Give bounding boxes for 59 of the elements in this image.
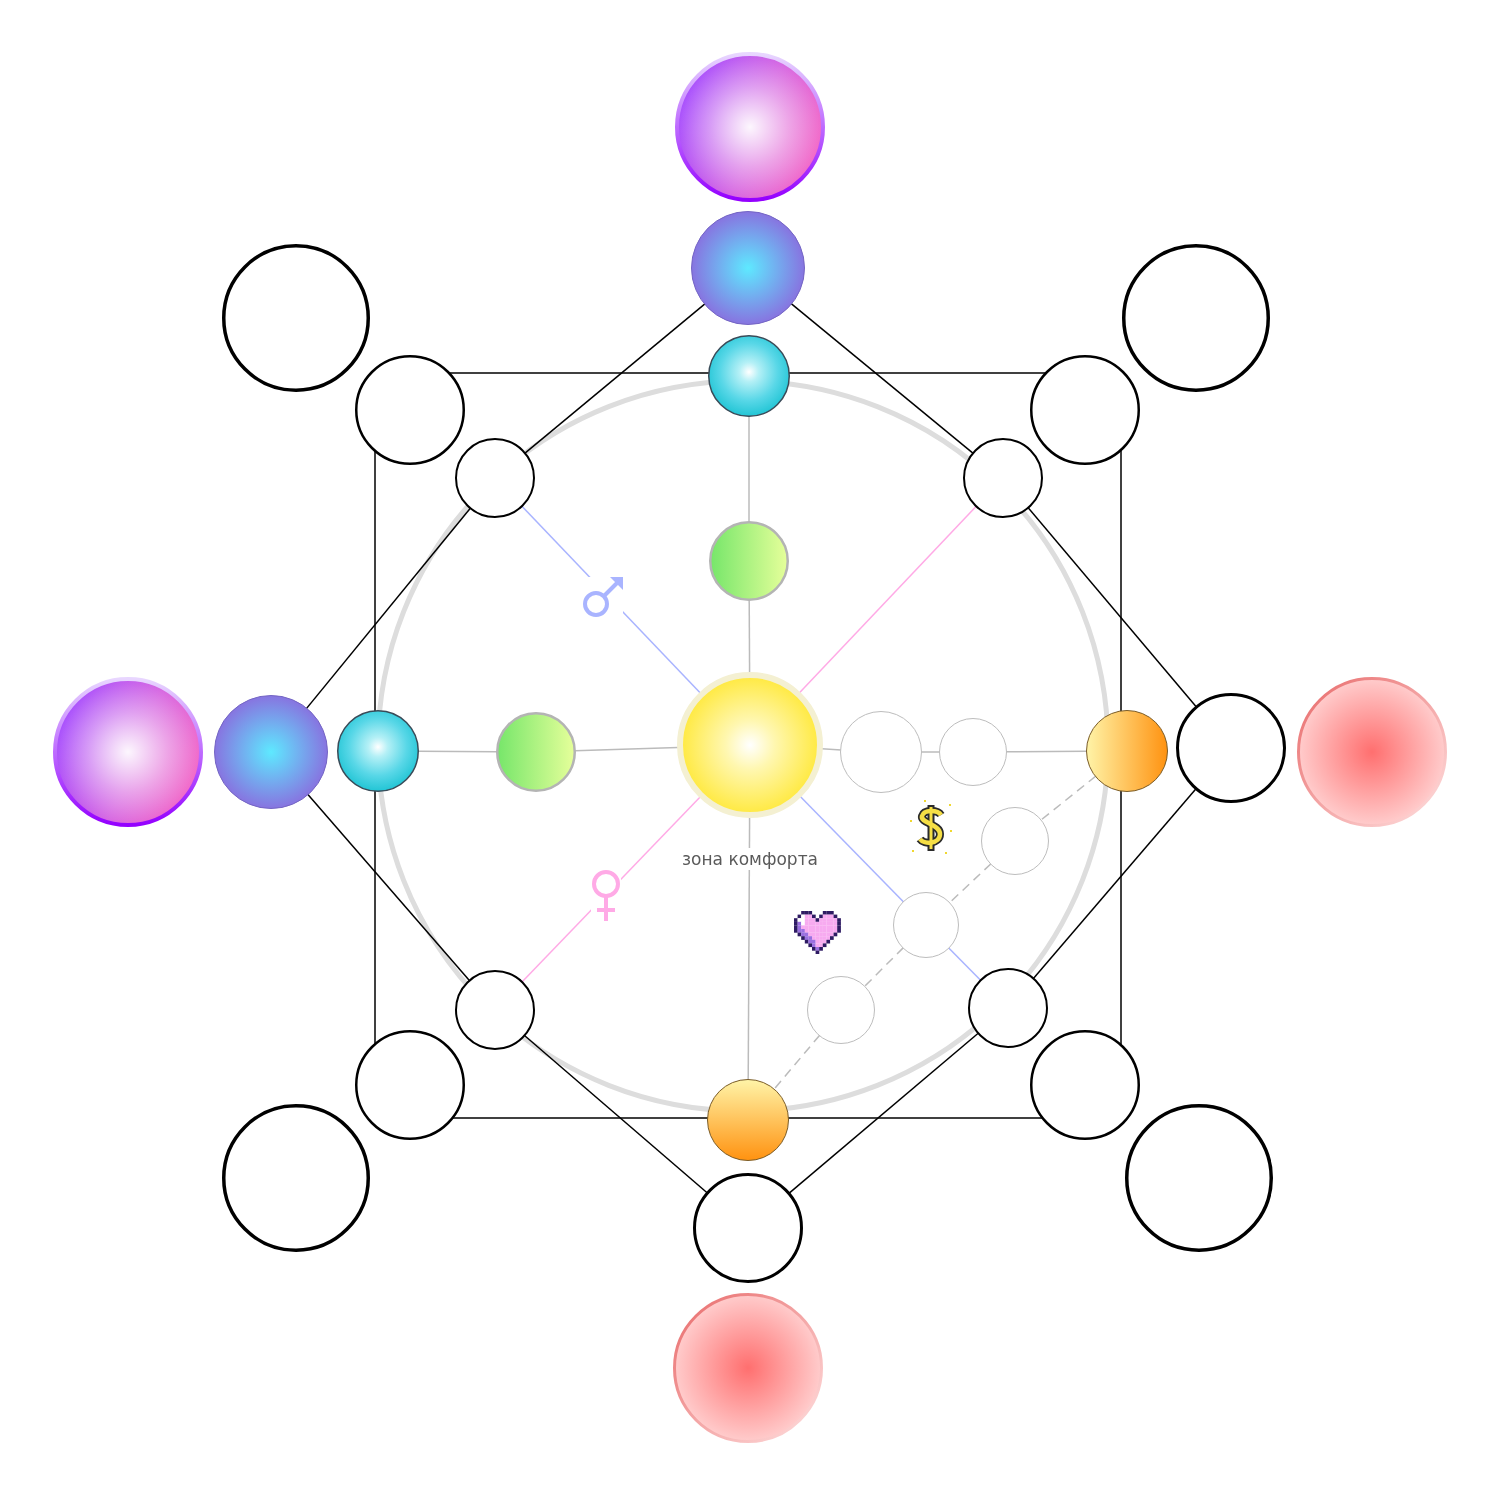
empty-circle: [1122, 244, 1270, 392]
connector-line: [521, 796, 701, 983]
empty-circle: [455, 438, 535, 518]
node-caption: зона комфорта: [680, 848, 820, 870]
empty-circle: [693, 1173, 803, 1283]
connector-line: [306, 793, 471, 982]
dashed-connector: [948, 862, 992, 904]
connector-line: [1032, 788, 1197, 980]
sphere: [337, 710, 419, 792]
empty-circle: [963, 438, 1043, 518]
connector-line: [821, 748, 842, 751]
sphere: [707, 1079, 789, 1161]
empty-circle: [939, 718, 1007, 786]
connector-line: [748, 415, 750, 523]
sphere: [1086, 710, 1168, 792]
sphere: [675, 52, 825, 202]
empty-circle: [455, 970, 535, 1050]
empty-circle: [968, 968, 1048, 1048]
empty-circle: [893, 892, 959, 958]
connector-line: [788, 1032, 979, 1194]
connector-line: [524, 303, 706, 454]
connector-line: [574, 746, 679, 752]
empty-circle: [981, 807, 1049, 875]
sphere: [496, 712, 576, 792]
empty-circle: [840, 711, 922, 793]
empty-circle: [355, 1030, 465, 1140]
sphere: [53, 677, 203, 827]
dashed-connector: [1039, 775, 1097, 822]
empty-circle: [355, 355, 465, 465]
sphere: [673, 1293, 823, 1443]
connector-line: [448, 372, 710, 374]
empty-circle: [807, 976, 875, 1044]
empty-circle: [1030, 1030, 1140, 1140]
dashed-connector: [863, 946, 905, 988]
empty-circle: [222, 1104, 370, 1252]
sphere: [214, 695, 328, 809]
connector-line: [1005, 750, 1088, 753]
connector-line: [523, 1034, 708, 1194]
sphere: [708, 335, 790, 417]
connector-line: [1027, 507, 1197, 708]
connector-line: [920, 751, 941, 753]
empty-circle: [222, 244, 370, 392]
empty-circle: [1030, 355, 1140, 465]
connector-line: [790, 302, 974, 454]
connector-line: [374, 790, 376, 1045]
sphere: [1297, 677, 1447, 827]
sphere: [691, 211, 805, 325]
center-sphere: [677, 672, 823, 818]
connector-line: [799, 795, 905, 903]
connector-line: [747, 816, 751, 1081]
dashed-connector: [773, 1034, 821, 1091]
connector-line: [947, 947, 982, 982]
empty-circle: [1125, 1104, 1273, 1252]
connector-line: [305, 507, 472, 710]
empty-circle: [1176, 693, 1286, 803]
connector-line: [748, 599, 751, 674]
sphere: [709, 521, 789, 601]
connector-line: [374, 450, 376, 712]
connector-line: [798, 505, 977, 694]
